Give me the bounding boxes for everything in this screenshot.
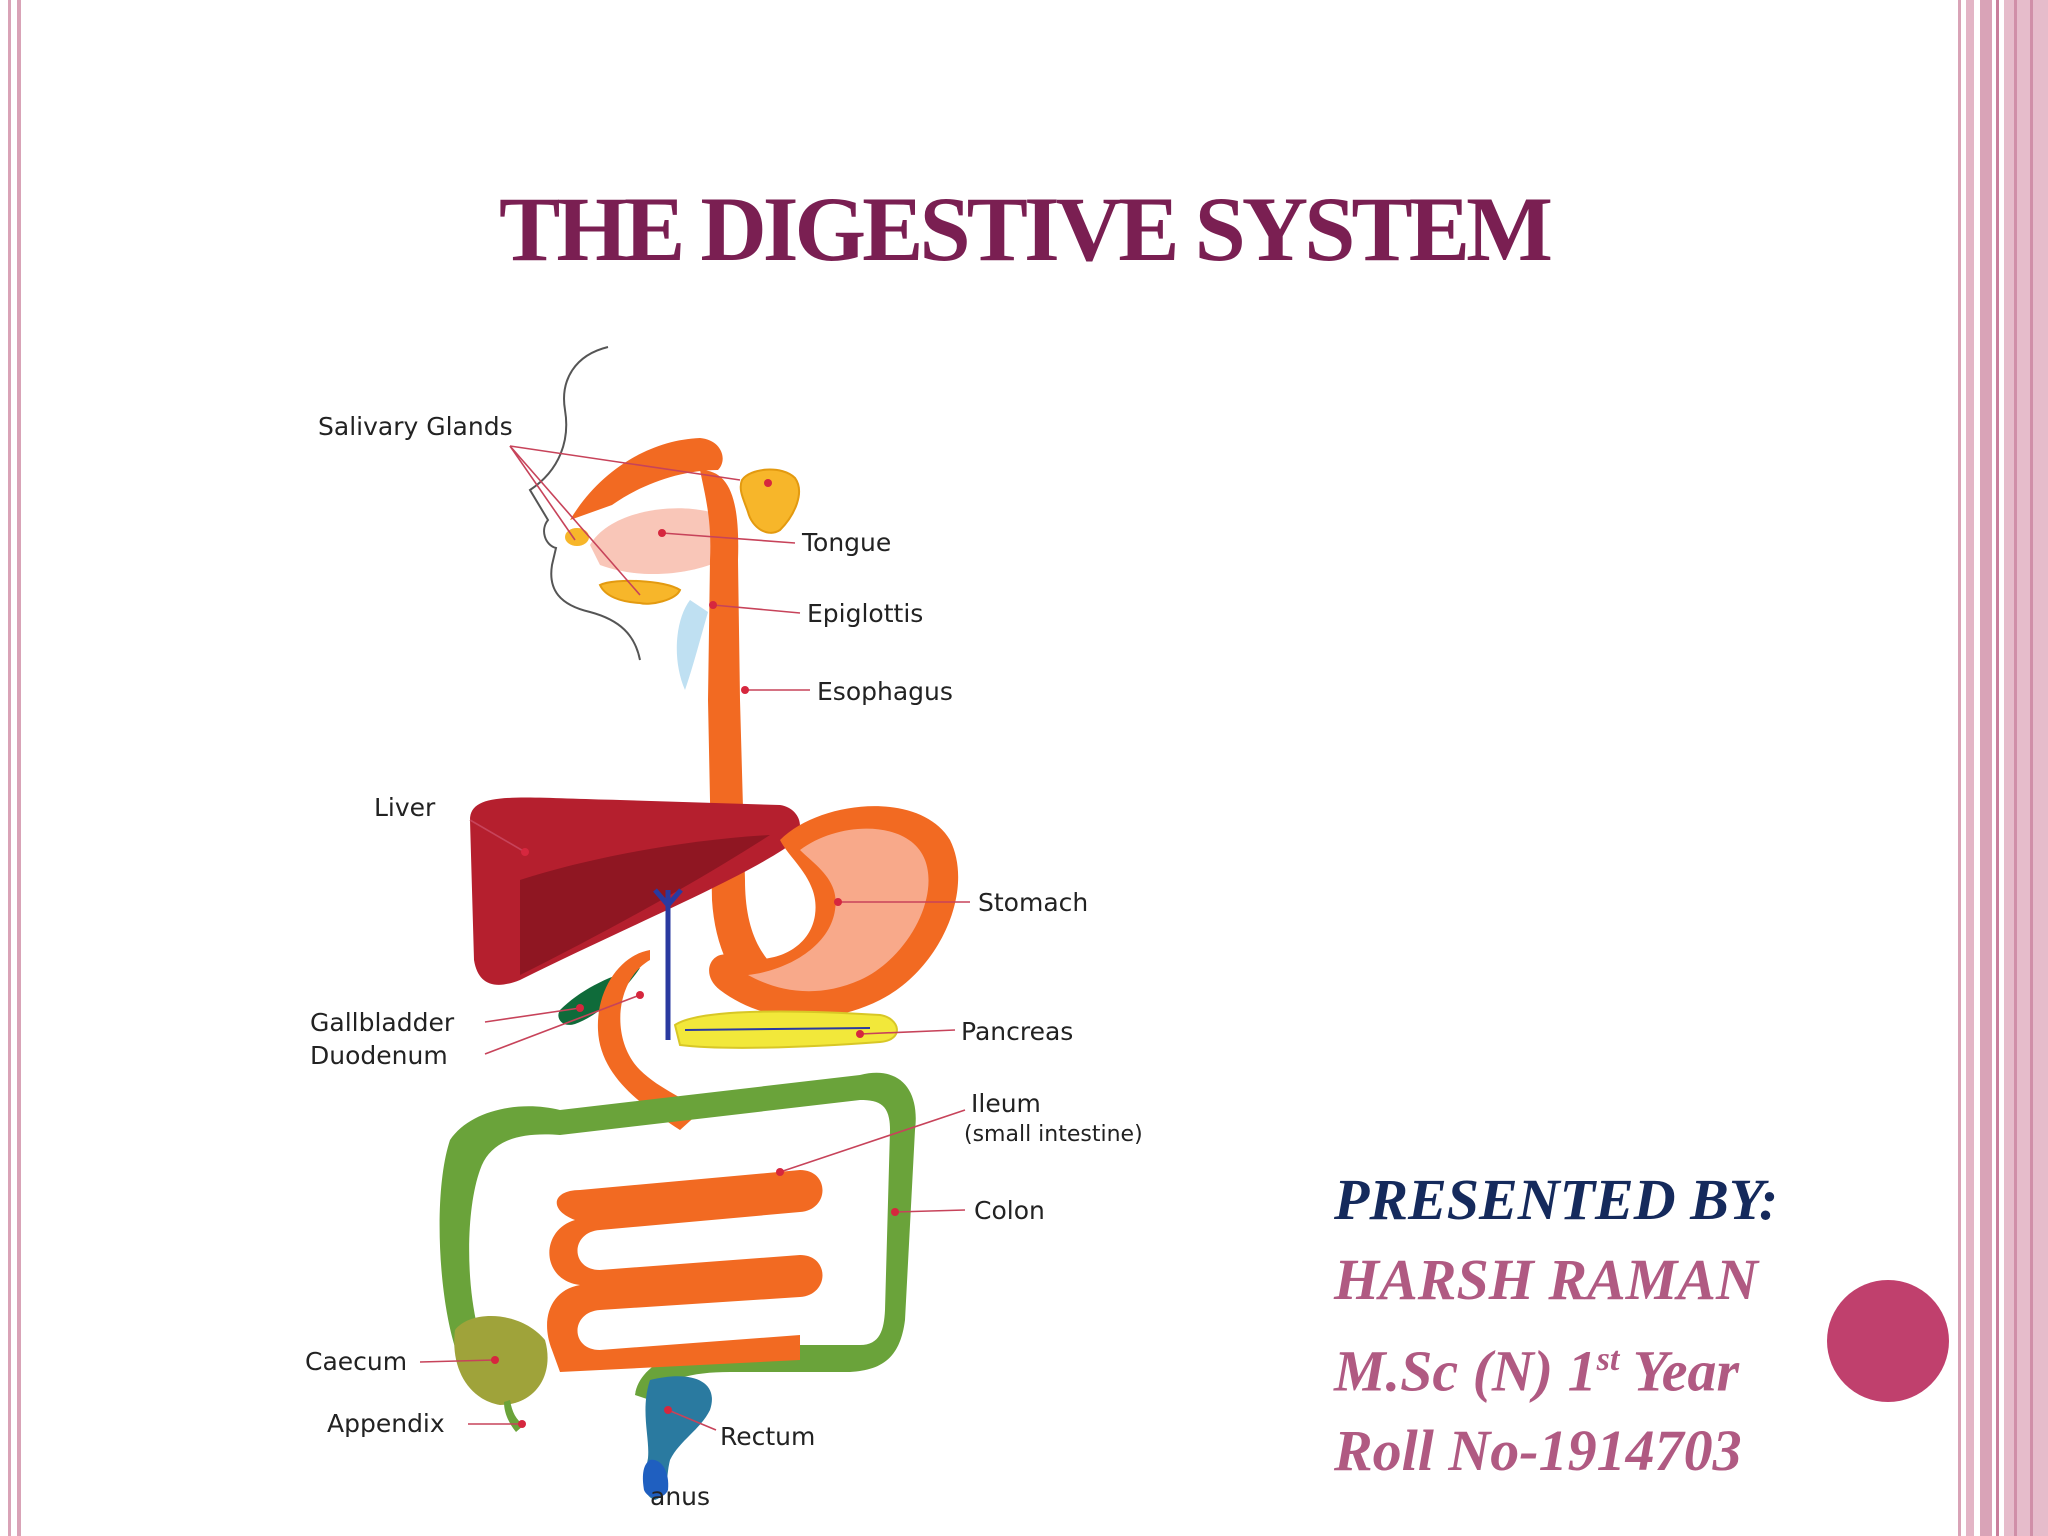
label-liver: Liver — [374, 793, 436, 822]
label-anus: anus — [650, 1482, 710, 1511]
esophagus-tube — [700, 470, 790, 1010]
epiglottis-shape — [676, 600, 708, 690]
label-gallbladder: Gallbladder — [310, 1008, 455, 1037]
label-appendix: Appendix — [327, 1409, 445, 1438]
small-intestine — [547, 1170, 823, 1372]
presenter-course: M.Sc (N) 1st Year — [1334, 1320, 1778, 1411]
palate — [570, 438, 723, 520]
label-ileum: Ileum — [971, 1089, 1041, 1118]
label-rectum: Rectum — [720, 1422, 815, 1451]
caecum-shape — [454, 1316, 548, 1405]
label-epiglottis: Epiglottis — [807, 599, 923, 628]
label-tongue: Tongue — [801, 528, 891, 557]
label-esophagus: Esophagus — [817, 677, 953, 706]
salivary-gland-sublingual — [598, 579, 682, 605]
label-pancreas: Pancreas — [961, 1017, 1073, 1046]
bile-duct — [653, 888, 683, 1040]
label-salivary-glands: Salivary Glands — [318, 412, 513, 441]
stomach-inner — [748, 828, 929, 992]
slide-title: THE DIGESTIVE SYSTEM — [499, 178, 1553, 280]
label-ileum-note: (small intestine) — [964, 1122, 1143, 1147]
leader-lines — [419, 445, 970, 1431]
presenter-info: PRESENTED BY: HARSH RAMAN M.Sc (N) 1st Y… — [1334, 1160, 1778, 1491]
duodenum-shape — [597, 950, 700, 1130]
presenter-roll: Roll No-1914703 — [1334, 1418, 1742, 1484]
label-colon: Colon — [974, 1196, 1045, 1225]
salivary-gland-parotid — [739, 468, 800, 534]
label-caecum: Caecum — [305, 1347, 407, 1376]
tongue-shape — [590, 508, 722, 575]
course-suffix: Year — [1619, 1338, 1740, 1404]
salivary-gland-small — [565, 528, 589, 546]
presenter-heading: PRESENTED BY: — [1334, 1167, 1779, 1232]
head-outline — [528, 346, 641, 661]
anus-shape — [642, 1459, 669, 1498]
course-superscript: st — [1596, 1341, 1620, 1378]
accent-dot — [1827, 1280, 1949, 1402]
course-prefix: M.Sc (N) 1 — [1334, 1338, 1597, 1404]
label-stomach: Stomach — [978, 888, 1088, 917]
presenter-name: HARSH RAMAN — [1334, 1247, 1758, 1312]
label-duodenum: Duodenum — [310, 1041, 448, 1070]
pancreatic-duct — [684, 1027, 871, 1031]
liver-shade — [520, 835, 770, 975]
